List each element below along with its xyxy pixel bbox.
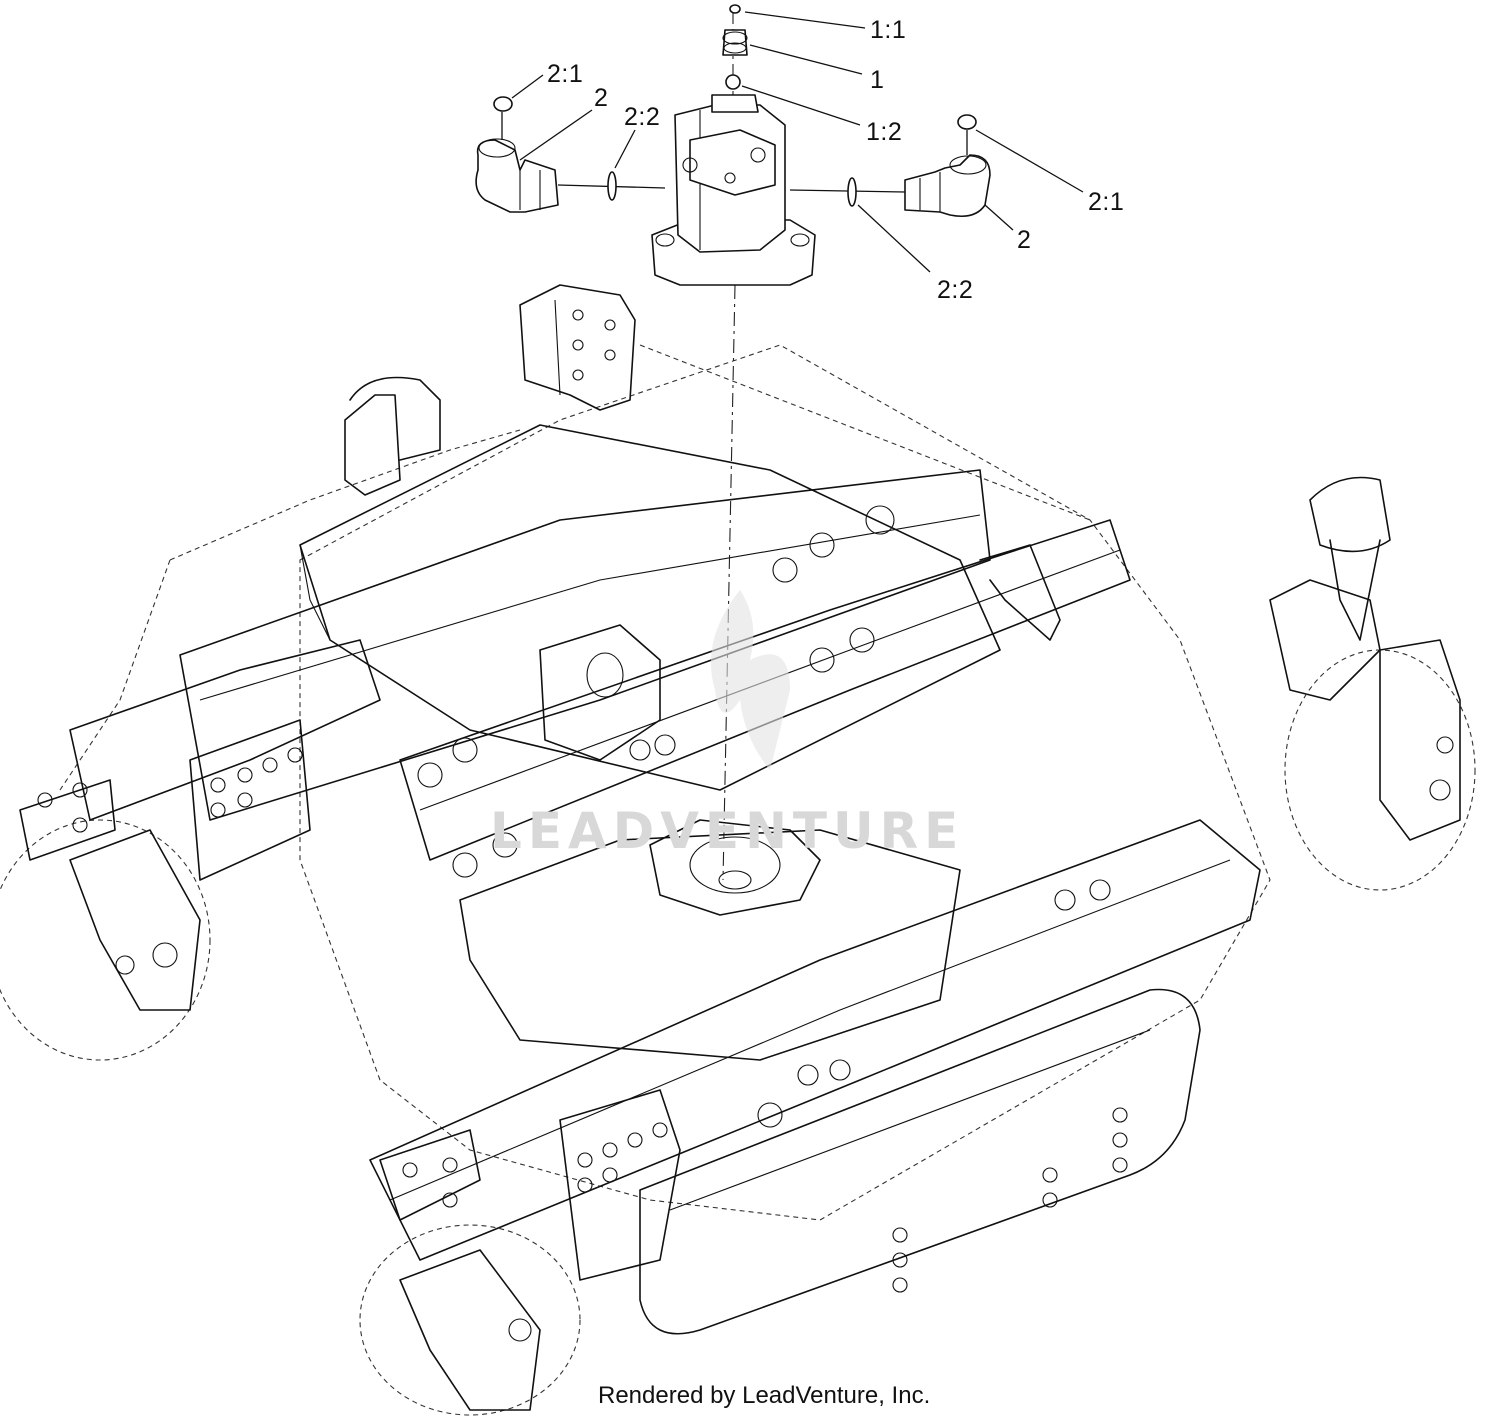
elbow-fitting-left	[475, 96, 666, 213]
callout-1: 1	[870, 66, 884, 94]
rail-bolts	[417, 505, 1111, 1128]
callout-2-left: 2	[594, 84, 608, 112]
callout-2-right: 2	[1017, 226, 1031, 254]
callout-1-2: 1:2	[866, 118, 902, 146]
mower-deck-assembly	[0, 284, 1476, 1416]
assembly-axis-line	[722, 284, 736, 881]
callout-1-1: 1:1	[870, 16, 906, 44]
callout-2-2-left: 2:2	[624, 103, 660, 131]
callout-2-1-right: 2:1	[1088, 188, 1124, 216]
callout-2-2-right: 2:2	[937, 276, 973, 304]
callout-2-1-left: 2:1	[547, 60, 583, 88]
rendered-by-credit: Rendered by LeadVenture, Inc.	[598, 1382, 930, 1409]
elbow-fitting-right	[789, 114, 991, 218]
watermark-text: LEADVENTURE	[490, 802, 964, 860]
callout-leaders	[511, 11, 1084, 273]
adapter-fitting-1	[722, 4, 748, 90]
hydraulic-motor	[651, 94, 816, 286]
watermark-logo	[710, 590, 790, 770]
